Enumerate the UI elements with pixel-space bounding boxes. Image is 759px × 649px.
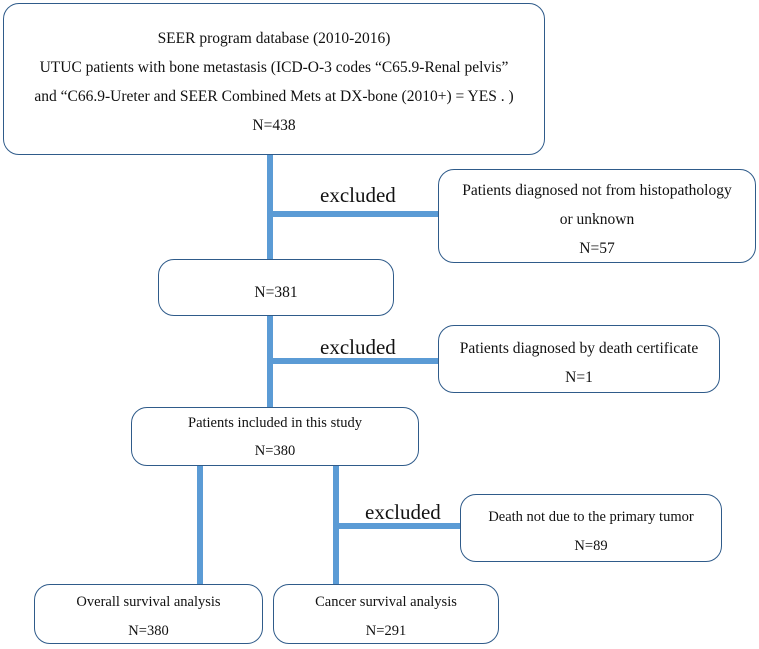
included-study-box: Patients included in this study N=380 — [131, 407, 419, 466]
remaining-381-box: N=381 — [158, 259, 394, 316]
cancer-survival-box: Cancer survival analysis N=291 — [273, 584, 499, 644]
excluded-label-2: excluded — [320, 335, 396, 359]
cancer-line-1: Cancer survival analysis — [315, 594, 457, 610]
top-line-1: SEER program database (2010-2016) — [157, 30, 391, 47]
overall-survival-box: Overall survival analysis N=380 — [34, 584, 263, 644]
connector-exclude2-branch — [270, 358, 439, 364]
connector-included-to-overall — [197, 465, 203, 585]
overall-line-1: Overall survival analysis — [76, 594, 221, 610]
exclude1-line-1: Patients diagnosed not from histopatholo… — [462, 182, 732, 199]
cancer-count: N=291 — [365, 623, 407, 639]
top-count: N=438 — [252, 117, 296, 134]
included-count: N=380 — [254, 443, 296, 459]
overall-count: N=380 — [128, 623, 169, 639]
box381-count: N=381 — [254, 284, 298, 301]
exclusion-histopathology-box: Patients diagnosed not from histopatholo… — [438, 169, 756, 263]
connector-exclude3-branch — [336, 523, 461, 529]
top-line-2: UTUC patients with bone metastasis (ICD-… — [39, 59, 509, 76]
exclude2-line-1: Patients diagnosed by death certificate — [459, 340, 699, 357]
exclude1-count: N=57 — [579, 240, 615, 257]
exclude3-count: N=89 — [574, 538, 608, 554]
exclusion-death-certificate-box: Patients diagnosed by death certificate … — [438, 325, 720, 393]
exclude2-count: N=1 — [565, 369, 593, 386]
exclude1-line-2: or unknown — [559, 211, 635, 228]
excluded-label-1: excluded — [320, 183, 396, 207]
connector-exclude1-branch — [270, 211, 439, 217]
connector-top-to-381 — [267, 154, 273, 260]
excluded-label-3: excluded — [365, 500, 441, 524]
included-line-1: Patients included in this study — [188, 415, 362, 431]
exclusion-non-primary-death-box: Death not due to the primary tumor N=89 — [460, 494, 722, 562]
top-line-3: and “C66.9-Ureter and SEER Combined Mets… — [34, 88, 514, 105]
exclude3-line-1: Death not due to the primary tumor — [488, 509, 694, 525]
seer-database-box: SEER program database (2010-2016) UTUC p… — [3, 3, 545, 155]
